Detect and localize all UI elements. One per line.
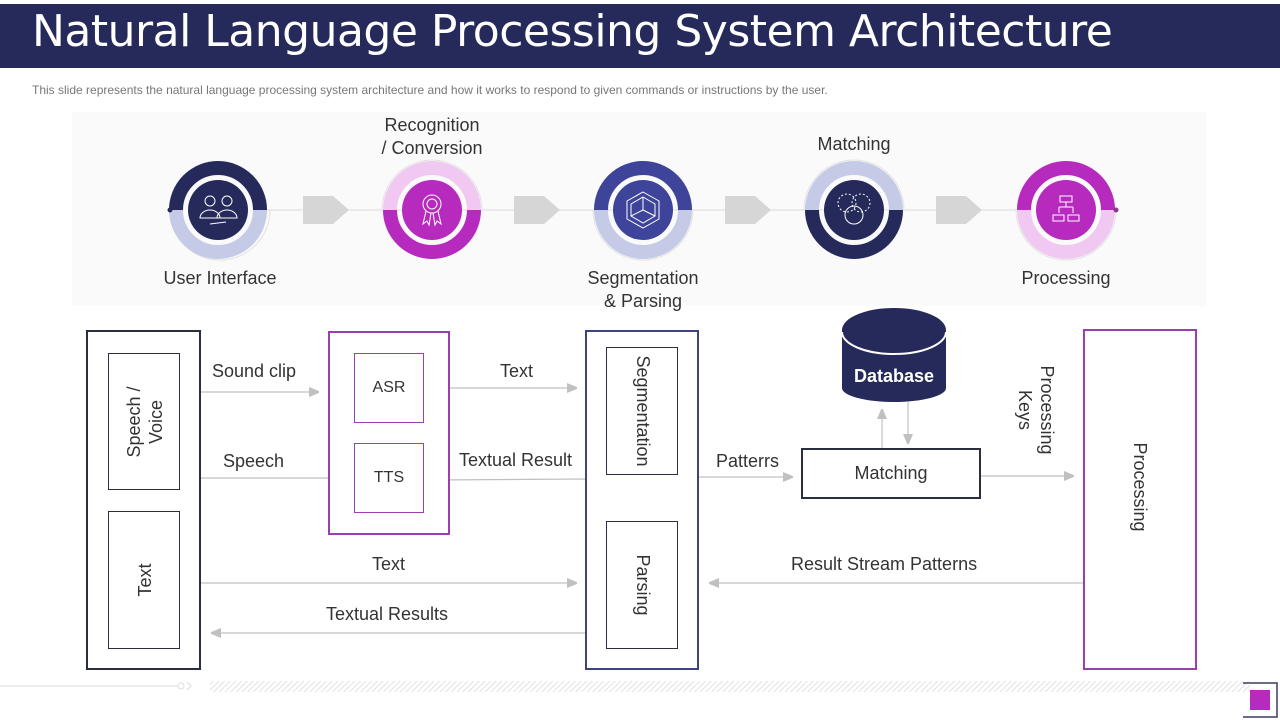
users-icon xyxy=(199,195,238,225)
page-subtitle: This slide represents the natural langua… xyxy=(32,83,828,97)
parsing-box[interactable]: Parsing xyxy=(606,521,678,649)
hierarchy-icon xyxy=(1052,195,1080,222)
stage-processing-node xyxy=(1015,161,1119,261)
title-bar xyxy=(0,4,1280,68)
stage-segmentation-node xyxy=(592,161,694,261)
edge-label-textual-results: Textual Results xyxy=(326,604,449,624)
edge-label-sound-clip: Sound clip xyxy=(212,361,297,381)
speech-voice-box[interactable]: Speech / Voice xyxy=(108,353,180,490)
tts-box[interactable]: TTS xyxy=(354,443,424,513)
stage-label-matching: Matching xyxy=(817,134,891,154)
page-title: Natural Language Processing System Archi… xyxy=(32,6,1113,57)
chevron-arrow-4 xyxy=(936,196,982,224)
database-icon xyxy=(841,308,947,402)
arrow-textual-result xyxy=(432,479,588,480)
stage-label-recognition: Recognition / Conversion xyxy=(381,115,483,158)
edge-label-speech: Speech xyxy=(223,451,285,471)
asr-box[interactable]: ASR xyxy=(354,353,424,423)
matching-box[interactable]: Matching xyxy=(801,448,981,499)
stage-user-interface-node xyxy=(167,161,271,261)
processing-box[interactable]: Processing xyxy=(1083,329,1197,670)
stage-label-segmentation: Segmentation & Parsing xyxy=(587,268,699,311)
chevron-arrow-3 xyxy=(725,196,771,224)
award-ribbon-icon xyxy=(422,194,442,227)
edge-label-patterns: Patterrs xyxy=(716,451,780,471)
chevron-arrow-1 xyxy=(303,196,349,224)
footer-magenta-square xyxy=(1250,690,1270,710)
edge-label-result-stream: Result Stream Patterns xyxy=(791,554,978,574)
edge-label-text-asr: Text xyxy=(500,361,534,381)
stage-label-processing: Processing xyxy=(1021,268,1111,288)
segmentation-box[interactable]: Segmentation xyxy=(606,347,678,475)
stage-label-user-interface: User Interface xyxy=(163,268,277,288)
text-input-box[interactable]: Text xyxy=(108,511,180,649)
footer-hatch-bar xyxy=(210,681,1250,692)
stage-recognition-node xyxy=(381,159,483,259)
footer-corner-frame xyxy=(1243,682,1278,718)
chevron-arrow-2 xyxy=(514,196,560,224)
edge-label-text-parsing: Text xyxy=(372,554,406,574)
cube-icon xyxy=(626,191,660,229)
database-label: Database xyxy=(853,366,935,386)
stage-matching-node xyxy=(803,159,905,259)
venn-icon xyxy=(837,193,871,225)
edge-label-textual-result: Textual Result xyxy=(459,450,573,470)
